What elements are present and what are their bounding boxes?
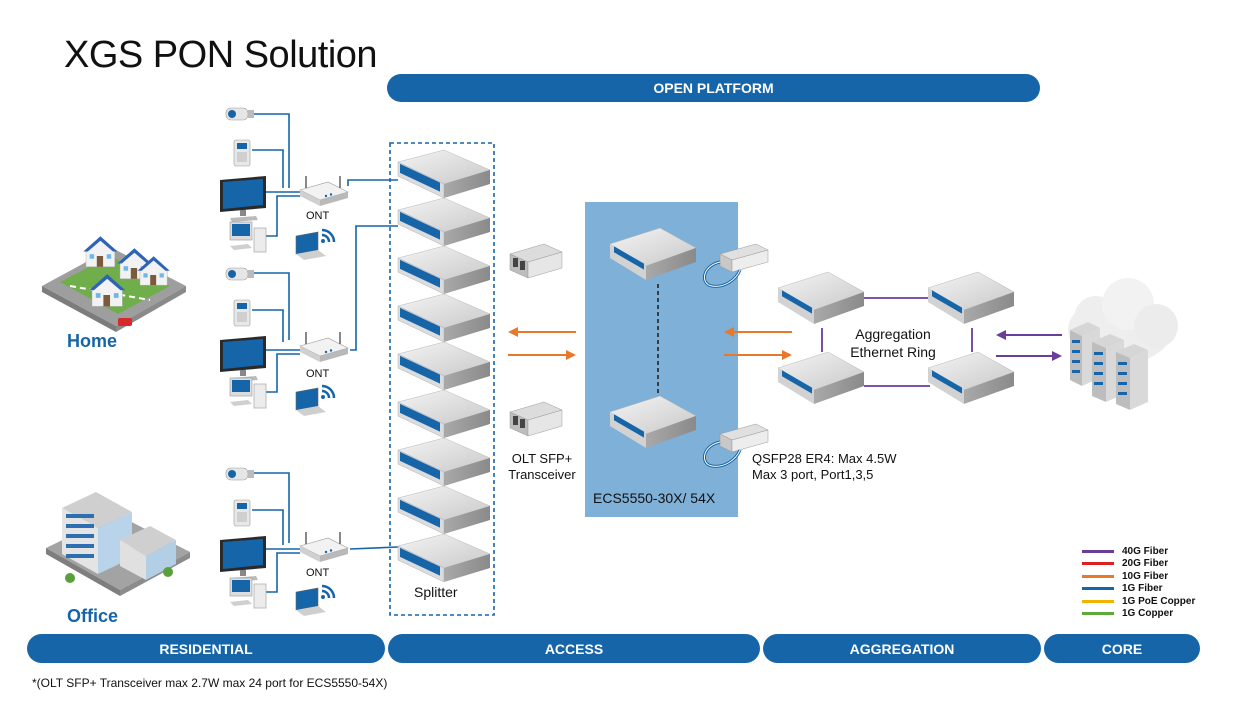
page-title: XGS PON Solution [64,34,378,76]
olt-stack [397,149,491,583]
home-devices-group-2 [220,267,349,418]
splitter-label: Splitter [414,584,458,600]
home-devices-group-1 [220,107,349,262]
switch-model-label: ECS5550-30X/ 54X [593,490,716,506]
access-10g-arrows [508,327,576,360]
legend-swatch [1082,574,1114,578]
qsfp-note-line-1: QSFP28 ER4: Max 4.5W [752,451,897,466]
residential-bar: RESIDENTIAL [27,634,385,663]
footnote: *(OLT SFP+ Transceiver max 2.7W max 24 p… [32,676,388,690]
splitter-box [389,142,495,616]
ont-label-3: ONT [306,567,330,579]
aggregation-ring-lines [821,297,973,387]
core-label: CORE [1101,640,1143,657]
legend-item-10g-fiber: 10G Fiber [1082,570,1195,583]
transceiver-label-line-1: OLT SFP+ [511,451,573,466]
ring-label-line-2: Ethernet Ring [850,344,936,360]
core-40g-arrows [996,330,1062,361]
aggregation-bar: AGGREGATION [763,634,1041,663]
aggregation-label: AGGREGATION [849,640,955,657]
home-label: Home [67,331,118,351]
legend-label: 20G Fiber [1122,558,1169,570]
access-label: ACCESS [544,640,604,657]
aggregation-switch-1 [777,271,865,325]
ring-label-line-1: Aggregation [855,326,931,342]
office-devices-group [220,467,349,618]
legend-label: 1G Copper [1122,608,1174,620]
legend-swatch [1082,612,1114,616]
office-label: Office [67,606,119,626]
residential-label: RESIDENTIAL [159,640,253,657]
qsfp-note-line-2: Max 3 port, Port1,3,5 [752,467,874,482]
legend-item-1g-poe-copper: 1G PoE Copper [1082,595,1195,608]
qsfp-note: QSFP28 ER4: Max 4.5W Max 3 port, Port1,3… [752,451,897,483]
ont-label-2: ONT [306,368,330,380]
legend-label: 1G Fiber [1122,583,1163,595]
legend-swatch [1082,599,1114,603]
legend: 40G Fiber 20G Fiber 10G Fiber 1G Fiber 1… [1082,545,1195,620]
legend-label: 40G Fiber [1122,545,1169,557]
transceiver-label: OLT SFP+ Transceiver [506,451,578,483]
sfp-transceiver-1 [509,243,563,279]
sfp-transceiver-2 [509,401,563,437]
aggregation-switch-2 [927,271,1015,325]
aggregation-10g-arrows [724,327,792,360]
office-building-illustration [46,492,190,596]
open-platform-label: OPEN PLATFORM [653,80,774,96]
legend-label: 10G Fiber [1122,570,1169,582]
legend-item-20g-fiber: 20G Fiber [1082,558,1195,571]
residential-fiber-lines [252,113,399,593]
cloud-datacenter-icon [1068,278,1178,410]
legend-swatch [1082,562,1114,566]
legend-item-40g-fiber: 40G Fiber [1082,545,1195,558]
legend-label: 1G PoE Copper [1122,595,1196,607]
home-neighborhood-illustration [42,235,186,332]
open-platform-bar: OPEN PLATFORM [387,74,1040,102]
transceiver-label-line-2: Transceiver [508,467,576,482]
legend-swatch [1082,587,1114,591]
legend-swatch [1082,549,1114,553]
legend-item-1g-copper: 1G Copper [1082,608,1195,621]
legend-item-1g-fiber: 1G Fiber [1082,583,1195,596]
ont-label-1: ONT [306,210,330,222]
core-bar: CORE [1044,634,1200,663]
access-bar: ACCESS [388,634,760,663]
ring-label: Aggregation Ethernet Ring [838,325,948,361]
